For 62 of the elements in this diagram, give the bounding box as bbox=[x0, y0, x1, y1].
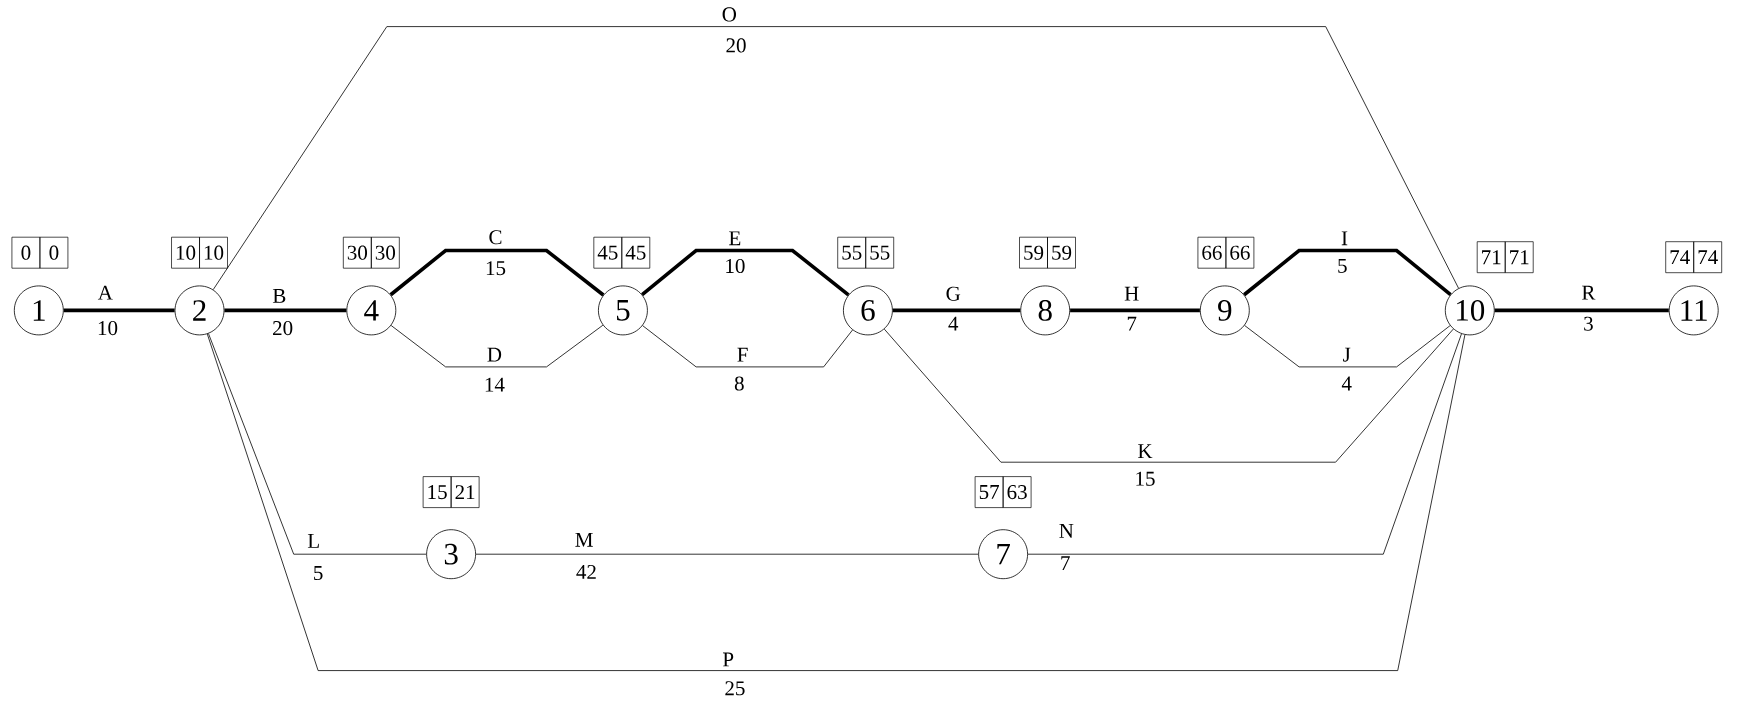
activity-label: P bbox=[723, 652, 734, 667]
activity-line bbox=[389, 248, 605, 297]
activity-label: D bbox=[487, 347, 502, 362]
activity-line bbox=[642, 325, 853, 368]
duration-label: 4 bbox=[1341, 376, 1352, 391]
duration-label: 14 bbox=[485, 377, 505, 392]
activity-line bbox=[641, 248, 850, 297]
activity-label: K bbox=[1138, 444, 1153, 458]
activity-label: R bbox=[1582, 285, 1596, 300]
activity-label: M bbox=[575, 532, 593, 547]
activity-label: B bbox=[272, 289, 286, 303]
duration-label: 25 bbox=[725, 681, 745, 696]
activity-line bbox=[390, 324, 604, 368]
activity-line bbox=[1027, 333, 1462, 555]
time-box: 55 55 bbox=[837, 236, 895, 269]
time-box: 59 59 bbox=[1019, 236, 1076, 269]
time-box: 30 30 bbox=[342, 236, 400, 269]
duration-label: 20 bbox=[273, 321, 293, 336]
duration-label: 5 bbox=[314, 566, 323, 581]
activity-line bbox=[208, 333, 427, 555]
duration-label: 10 bbox=[726, 258, 745, 274]
activity-label: O bbox=[722, 7, 737, 22]
activity-label: F bbox=[737, 347, 748, 362]
duration-label: 3 bbox=[1584, 316, 1593, 331]
time-box: 45 45 bbox=[593, 236, 651, 269]
activity-line bbox=[1494, 308, 1669, 313]
activity-line bbox=[1243, 248, 1452, 297]
activity-line bbox=[224, 308, 347, 313]
activity-label: A bbox=[97, 285, 113, 300]
time-box: 66 66 bbox=[1197, 236, 1255, 269]
duration-label: 4 bbox=[948, 316, 959, 331]
activity-label: C bbox=[489, 230, 502, 245]
activity-line bbox=[883, 328, 1454, 463]
duration-label: 42 bbox=[576, 564, 596, 579]
activity-line bbox=[63, 308, 175, 313]
time-box: 74 74 bbox=[1665, 241, 1723, 274]
duration-label: 5 bbox=[1338, 259, 1347, 273]
activity-line bbox=[212, 26, 1459, 290]
duration-label: 7 bbox=[1061, 556, 1070, 570]
activity-line bbox=[206, 333, 1466, 671]
duration-label: 15 bbox=[1136, 471, 1155, 486]
activity-label: G bbox=[946, 286, 961, 301]
time-box: 57 63 bbox=[974, 476, 1032, 508]
duration-label: 20 bbox=[726, 38, 746, 53]
activity-line bbox=[1070, 308, 1200, 313]
duration-label: 7 bbox=[1127, 316, 1137, 331]
activity-label: J bbox=[1343, 347, 1351, 362]
duration-label: 10 bbox=[98, 321, 118, 336]
time-box: 71 71 bbox=[1476, 241, 1534, 274]
activity-label: L bbox=[307, 534, 319, 548]
time-box: 0 0 bbox=[11, 236, 69, 269]
activity-line bbox=[892, 308, 1021, 313]
activity-line bbox=[475, 553, 979, 555]
time-box: 10 10 bbox=[171, 236, 228, 269]
activity-label: I bbox=[1341, 231, 1348, 246]
activity-label: E bbox=[729, 231, 741, 246]
time-box: 15 21 bbox=[422, 476, 480, 508]
duration-label: 8 bbox=[734, 376, 744, 391]
activity-line bbox=[1244, 325, 1451, 368]
activity-label: H bbox=[1124, 286, 1139, 301]
duration-label: 15 bbox=[486, 261, 506, 276]
activity-label: N bbox=[1059, 524, 1074, 538]
